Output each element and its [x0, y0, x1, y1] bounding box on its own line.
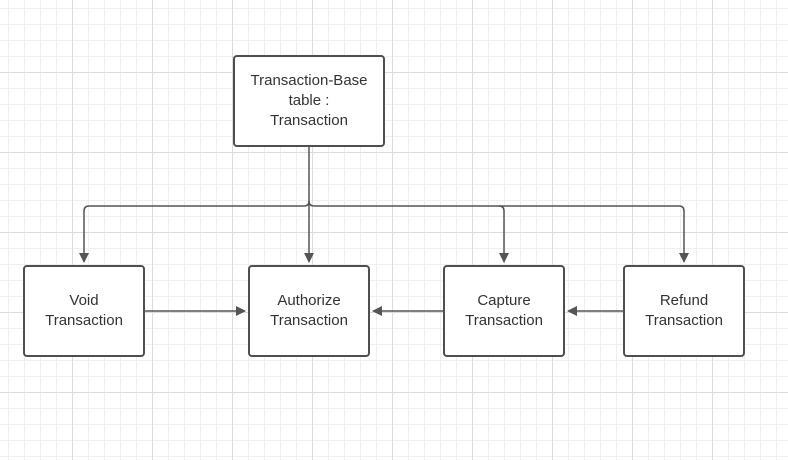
node-authorize-transaction[interactable]: Authorize Transaction [248, 265, 370, 357]
connector-base-to-capture [308, 200, 509, 263]
node-refund-transaction[interactable]: Refund Transaction [623, 265, 745, 357]
node-void-transaction[interactable]: Void Transaction [23, 265, 145, 357]
node-capture-transaction[interactable]: Capture Transaction [443, 265, 565, 357]
node-label-transaction-base-table: Transaction-Base table : Transaction [250, 72, 368, 129]
node-label-capture-transaction: Capture Transaction [465, 292, 543, 329]
node-label-refund-transaction: Refund Transaction [645, 292, 723, 329]
node-transaction-base-table[interactable]: Transaction-Base table : Transaction [233, 55, 385, 147]
connector-base-to-void [79, 200, 310, 263]
node-label-void-transaction: Void Transaction [45, 292, 123, 329]
connector-base-to-refund [499, 205, 689, 263]
node-label-authorize-transaction: Authorize Transaction [270, 292, 348, 329]
